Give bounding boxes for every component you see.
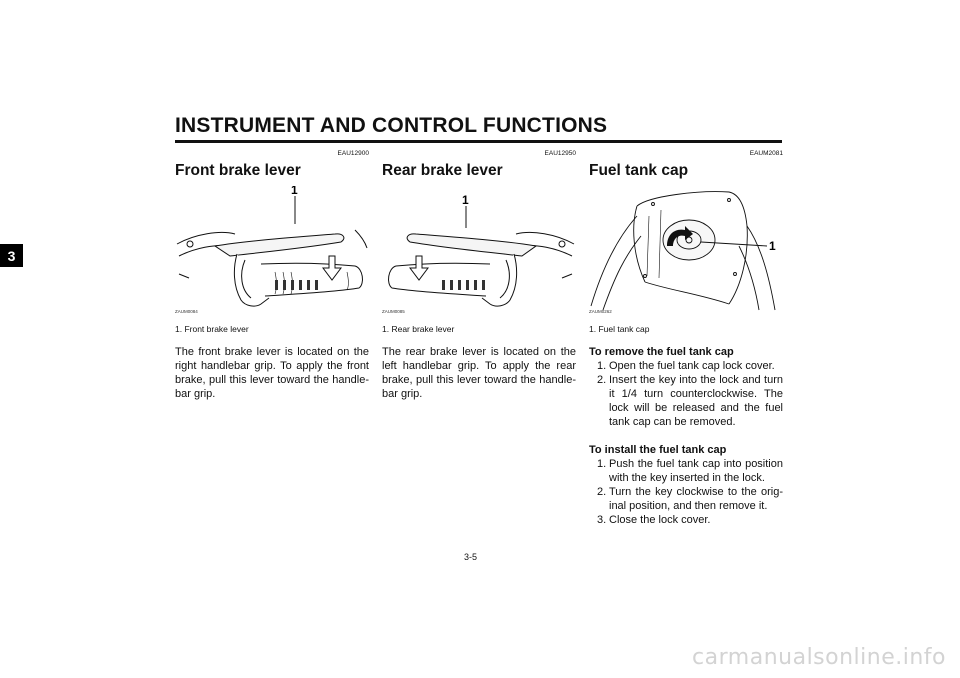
step-text: Close the lock cover. — [609, 514, 711, 526]
callout-number: 1 — [769, 239, 776, 253]
step-number: 2. — [597, 486, 607, 498]
list-item: 2.Turn the key clockwise to the orig-ina… — [589, 485, 783, 513]
figure-caption: 1. Fuel tank cap — [589, 324, 650, 334]
section-code: EAU12900 — [337, 150, 369, 157]
figure-code: ZAUM0084 — [175, 309, 198, 314]
figure-code: ZAUM0262 — [589, 309, 612, 314]
remove-steps: 1.Open the fuel tank cap lock cover. 2.I… — [589, 359, 783, 429]
section-body: The front brake lever is located on the … — [175, 346, 369, 400]
rear-brake-lever-illustration: 1 — [388, 193, 575, 307]
section-body: The rear brake lever is located on the l… — [382, 346, 576, 400]
figure-caption: 1. Rear brake lever — [382, 324, 455, 334]
fuel-tank-cap-figure: 1 ZAUM0262 — [589, 186, 783, 316]
figure-code: ZAUM0085 — [382, 309, 405, 314]
step-number: 3. — [597, 514, 607, 526]
fuel-tank-cap-illustration: 1 — [590, 191, 776, 311]
front-brake-lever-figure: 1 ZAUM0084 — [175, 186, 369, 316]
section-rear-brake-lever: EAU12950 Rear brake lever — [382, 150, 576, 401]
watermark: carmanualsonline.info — [692, 645, 946, 670]
step-text: Turn the key clockwise to the orig-inal … — [609, 486, 783, 512]
install-heading: To install the fuel tank cap — [589, 444, 727, 456]
front-brake-lever-illustration: 1 — [176, 186, 368, 307]
page-number: 3-5 — [464, 552, 478, 562]
callout-number: 1 — [462, 193, 469, 207]
list-item: 1.Open the fuel tank cap lock cover. — [589, 359, 783, 373]
remove-heading: To remove the fuel tank cap — [589, 346, 734, 358]
step-number: 1. — [597, 360, 607, 372]
page-title: INSTRUMENT AND CONTROL FUNCTIONS — [175, 114, 608, 137]
section-code: EAUM2081 — [749, 150, 783, 157]
step-text: Open the fuel tank cap lock cover. — [609, 360, 775, 372]
list-item: 3.Close the lock cover. — [589, 513, 783, 527]
list-item: 2.Insert the key into the lock and turn … — [589, 373, 783, 429]
step-number: 2. — [597, 374, 607, 386]
step-text: Push the fuel tank cap into position wit… — [609, 458, 783, 484]
section-fuel-tank-cap: EAUM2081 Fuel tank cap — [589, 150, 783, 527]
step-number: 1. — [597, 458, 607, 470]
chapter-tab: 3 — [0, 244, 23, 267]
header-rule — [175, 140, 782, 143]
install-steps: 1.Push the fuel tank cap into position w… — [589, 457, 783, 527]
section-title: Rear brake lever — [382, 162, 503, 179]
callout-number: 1 — [291, 186, 298, 197]
list-item: 1.Push the fuel tank cap into position w… — [589, 457, 783, 485]
rear-brake-lever-figure: 1 ZAUM0085 — [382, 186, 576, 316]
section-code: EAU12950 — [544, 150, 576, 157]
section-title: Front brake lever — [175, 162, 301, 179]
section-title: Fuel tank cap — [589, 162, 689, 179]
step-text: Insert the key into the lock and turn it… — [609, 374, 783, 428]
figure-caption: 1. Front brake lever — [175, 324, 249, 334]
section-front-brake-lever: EAU12900 Front brake lever — [175, 150, 369, 401]
